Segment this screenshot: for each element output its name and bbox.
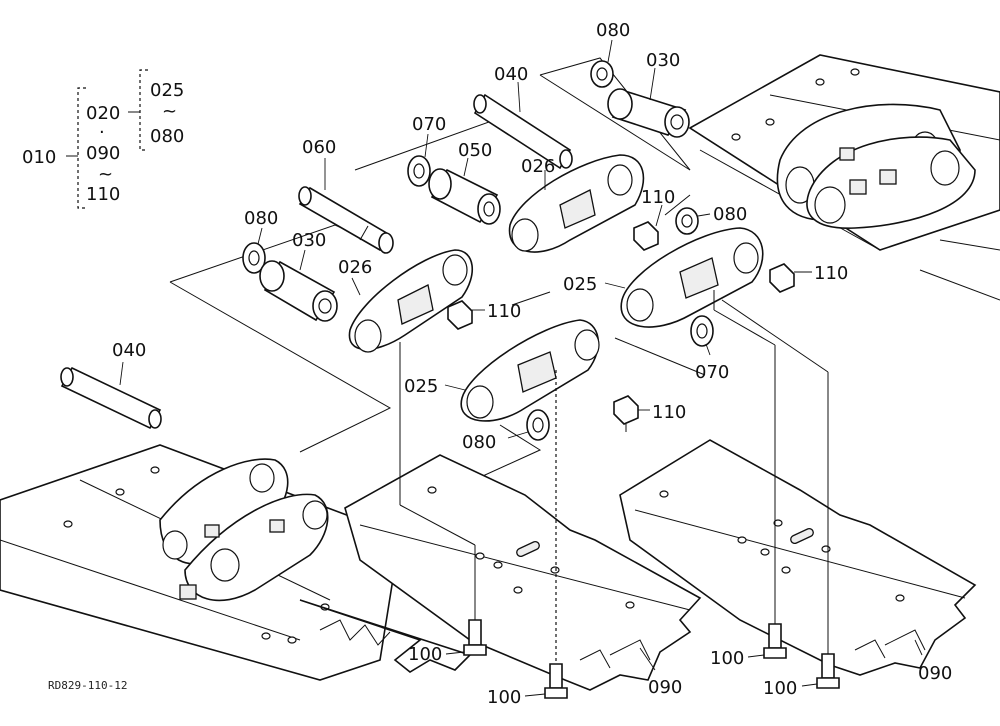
washer-080-right — [675, 207, 711, 235]
legend-a-dot: · — [99, 122, 105, 143]
callout-070-lower: 070 — [695, 362, 729, 383]
link-025-right — [604, 227, 764, 328]
bolt-alignment-lines — [399, 290, 829, 668]
callout-080-lower: 080 — [462, 432, 496, 453]
callout-090-center: 090 — [648, 677, 682, 698]
callout-100-d: 100 — [763, 678, 797, 699]
bushing-030-upper — [607, 67, 690, 138]
callout-080-right: 080 — [713, 204, 747, 225]
pin-060 — [298, 158, 394, 254]
track-shoe-090-right — [619, 439, 977, 676]
link-026-upper — [508, 154, 645, 253]
callout-090-right: 090 — [918, 663, 952, 684]
washer-080-top — [590, 39, 614, 88]
bushing-050 — [428, 157, 501, 225]
legend-a-top: 020 — [86, 103, 120, 124]
legend-main: 010 — [22, 147, 56, 168]
callout-040-upper: 040 — [494, 64, 528, 85]
legend-a-tilde: ~ — [98, 164, 113, 185]
callout-100-c: 100 — [710, 648, 744, 669]
pin-040-upper — [473, 81, 573, 170]
nut-110-lower — [613, 395, 650, 432]
callout-040-lower: 040 — [112, 340, 146, 361]
callout-030-left: 030 — [292, 230, 326, 251]
callout-050: 050 — [458, 140, 492, 161]
drawing-code: RD829-110-12 — [48, 679, 127, 692]
callout-070-upper: 070 — [412, 114, 446, 135]
legend-b-tilde: ~ — [162, 101, 177, 122]
washer-080-left — [242, 227, 266, 274]
pin-040-lower — [60, 361, 162, 430]
link-025-center — [444, 319, 600, 422]
track-shoe-090-center — [344, 454, 702, 691]
link-026-left — [348, 249, 474, 353]
legend-a-bottom: 110 — [86, 184, 120, 205]
callout-labels: 080 030 040 070 050 026 060 080 030 026 … — [112, 20, 952, 708]
callout-030-top: 030 — [646, 50, 680, 71]
bolt-100-a — [445, 619, 487, 656]
callout-110-upper: 110 — [641, 187, 675, 208]
nut-110-upper — [633, 204, 663, 251]
left-lower-track-assembly — [0, 444, 472, 681]
callout-026-left: 026 — [338, 257, 372, 278]
callout-080-top: 080 — [596, 20, 630, 41]
washer-070-upper — [407, 133, 431, 187]
callout-110-lower: 110 — [652, 402, 686, 423]
legend-bracket: 010 020 · 090 ~ 110 025 ~ 080 — [22, 69, 184, 209]
legend-b-top: 025 — [150, 80, 184, 101]
callout-025-center: 025 — [404, 376, 438, 397]
washer-070-lower — [690, 315, 714, 356]
bushing-030-left — [259, 249, 338, 322]
callout-110-right: 110 — [814, 263, 848, 284]
legend-a-mid: 090 — [86, 143, 120, 164]
nut-110-center — [447, 300, 485, 330]
bolt-100-d — [801, 653, 840, 689]
callout-110-center: 110 — [487, 301, 521, 322]
callout-100-b: 100 — [487, 687, 521, 708]
callout-025-right: 025 — [563, 274, 597, 295]
callout-080-left: 080 — [244, 208, 278, 229]
washer-080-lower — [507, 409, 550, 441]
callout-026-upper: 026 — [521, 156, 555, 177]
bolt-100-b — [524, 663, 568, 699]
callout-060: 060 — [302, 137, 336, 158]
nut-110-right — [769, 263, 812, 293]
right-upper-track-assembly — [688, 54, 1000, 301]
callout-100-a: 100 — [408, 644, 442, 665]
bolt-100-c — [747, 623, 787, 659]
legend-b-bottom: 080 — [150, 126, 184, 147]
